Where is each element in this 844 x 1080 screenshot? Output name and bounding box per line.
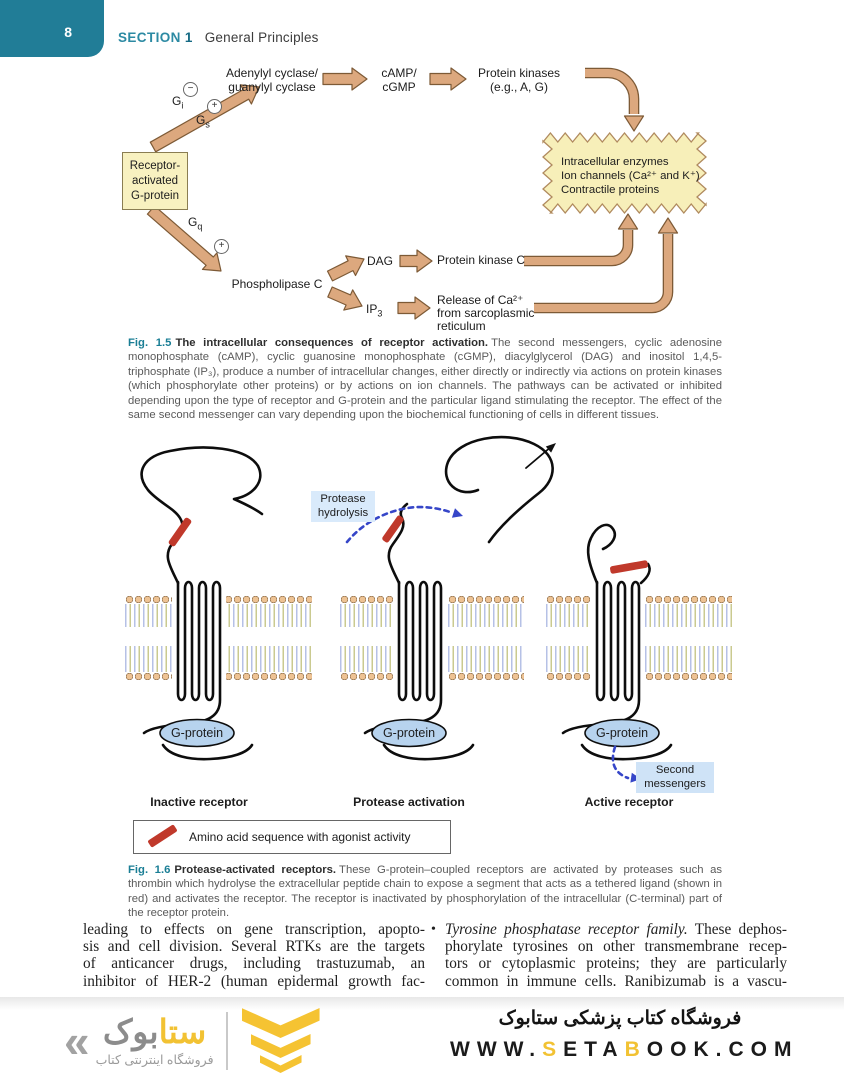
logo-name: ستابوک فروشگاه اینترنتی کتاب	[95, 1013, 214, 1068]
body-column-left: leading to effects on gene transcription…	[83, 921, 425, 990]
cleaved-chain	[387, 502, 409, 585]
released-peptide-coil	[444, 435, 554, 544]
fig15-caption-title: The intracellular consequences of recept…	[175, 337, 489, 349]
tethered-ligand-segments	[168, 515, 648, 574]
ip3-label: IP3	[366, 302, 383, 319]
body-line: Tyrosine phosphatase receptor family. Th…	[445, 921, 787, 938]
membrane-inactive	[125, 595, 312, 681]
logo-chevrons-icon: «	[64, 1014, 90, 1067]
release-arrow-line	[525, 445, 553, 469]
footer-right: فروشگاه کتاب پزشکی ستابوک WWW.SETABOOK.C…	[450, 1006, 799, 1062]
footer-watermark: « ستابوک فروشگاه اینترنتی کتاب فروشگاه ک…	[0, 1002, 844, 1080]
protease-hydrolysis-label: Protease hydrolysis	[311, 491, 375, 522]
body-line: common in immune cells. Ranibizumab is a…	[445, 972, 787, 990]
store-name-farsi: فروشگاه کتاب پزشکی ستابوک	[498, 1008, 742, 1029]
protein-kinases-label: Protein kinases (e.g., A, G)	[477, 66, 561, 94]
second-messengers-label: Second messengers	[636, 762, 714, 793]
chevron-emblem-icon	[241, 1008, 320, 1073]
panel-label-active: Active receptor	[584, 795, 674, 809]
g-s-label: Gs	[196, 113, 210, 130]
camp-cgmp-label: cAMP/ cGMP	[381, 66, 417, 94]
g-i-label: Gi	[172, 94, 184, 111]
receptor-gprotein-box: Receptor- activated G-protein	[122, 152, 188, 210]
logo-divider	[225, 1011, 228, 1070]
plus-sign-icon: +	[214, 239, 229, 254]
fig16-caption-title: Protease-activated receptors.	[174, 864, 337, 876]
fig16-caption-body: These G-protein–coupled receptors are ac…	[128, 864, 723, 920]
website-url: WWW.SETABOOK.COM	[450, 1038, 799, 1061]
fig15-caption-label: Fig. 1.5	[128, 337, 172, 349]
dag-label: DAG	[366, 254, 394, 268]
body-line: sis and cell division. Several RTKs are …	[83, 938, 425, 956]
legend-text: Amino acid sequence with agonist activit…	[189, 830, 411, 844]
calcium-release-label: Release of Ca²⁺ from sarcoplasmic reticu…	[437, 293, 535, 333]
panel-label-protease: Protease activation	[353, 795, 465, 809]
section-title: General Principles	[204, 30, 319, 45]
logo-tagline: فروشگاه اینترنتی کتاب	[95, 1053, 214, 1067]
section-label: SECTION	[118, 30, 181, 45]
extracellular-loop-inactive	[140, 446, 264, 585]
fig15-caption-body: The second messengers, cyclic adenosine …	[128, 337, 722, 422]
starburst-line-3: Contractile proteins	[561, 184, 660, 196]
active-receptor-loop	[586, 523, 617, 585]
section-number: 1	[184, 30, 193, 45]
body-line: inhibitor of HER-2 (human epidermal grow…	[83, 972, 425, 990]
g-protein-label-1: G-protein	[170, 726, 224, 740]
red-ligand-swatch	[147, 824, 178, 848]
starburst-line-1: Intracellular enzymes	[561, 156, 669, 168]
body-line: leading to effects on gene transcription…	[83, 921, 425, 938]
adenylyl-cyclase-label: Adenylyl cyclase/ guanylyl cyclase	[225, 66, 319, 94]
scan-shadow	[0, 997, 844, 1010]
body-line: tors or cytoplasmic proteins; they are p…	[445, 955, 787, 973]
membrane-protease	[340, 595, 524, 681]
body-column-right: • Tyrosine phosphatase receptor family. …	[431, 921, 787, 990]
panel-label-inactive: Inactive receptor	[150, 795, 248, 809]
membrane-active	[546, 595, 732, 681]
plus-sign-icon: +	[207, 99, 222, 114]
page-number-tab: 8	[0, 0, 104, 57]
g-q-label: Gq	[188, 215, 203, 232]
phospholipase-c-label: Phospholipase C	[231, 277, 323, 291]
starburst-line-2: Ion channels (Ca²⁺ and K⁺)	[561, 170, 700, 182]
body-line: of anticancer drugs, including trastuzum…	[83, 955, 425, 973]
g-protein-label-3: G-protein	[595, 726, 649, 740]
setabook-logo: « ستابوک فروشگاه اینترنتی کتاب	[64, 1008, 320, 1073]
page-number: 8	[64, 24, 72, 40]
body-line: phorylate tyrosines on other transmembra…	[445, 938, 787, 956]
bullet-icon: •	[431, 922, 436, 937]
figure-legend-box: Amino acid sequence with agonist activit…	[133, 820, 451, 854]
protein-kinase-c-label: Protein kinase C	[437, 253, 526, 267]
fig16-caption-label: Fig. 1.6	[128, 864, 171, 876]
g-protein-label-2: G-protein	[382, 726, 436, 740]
minus-sign-icon: −	[183, 82, 198, 97]
